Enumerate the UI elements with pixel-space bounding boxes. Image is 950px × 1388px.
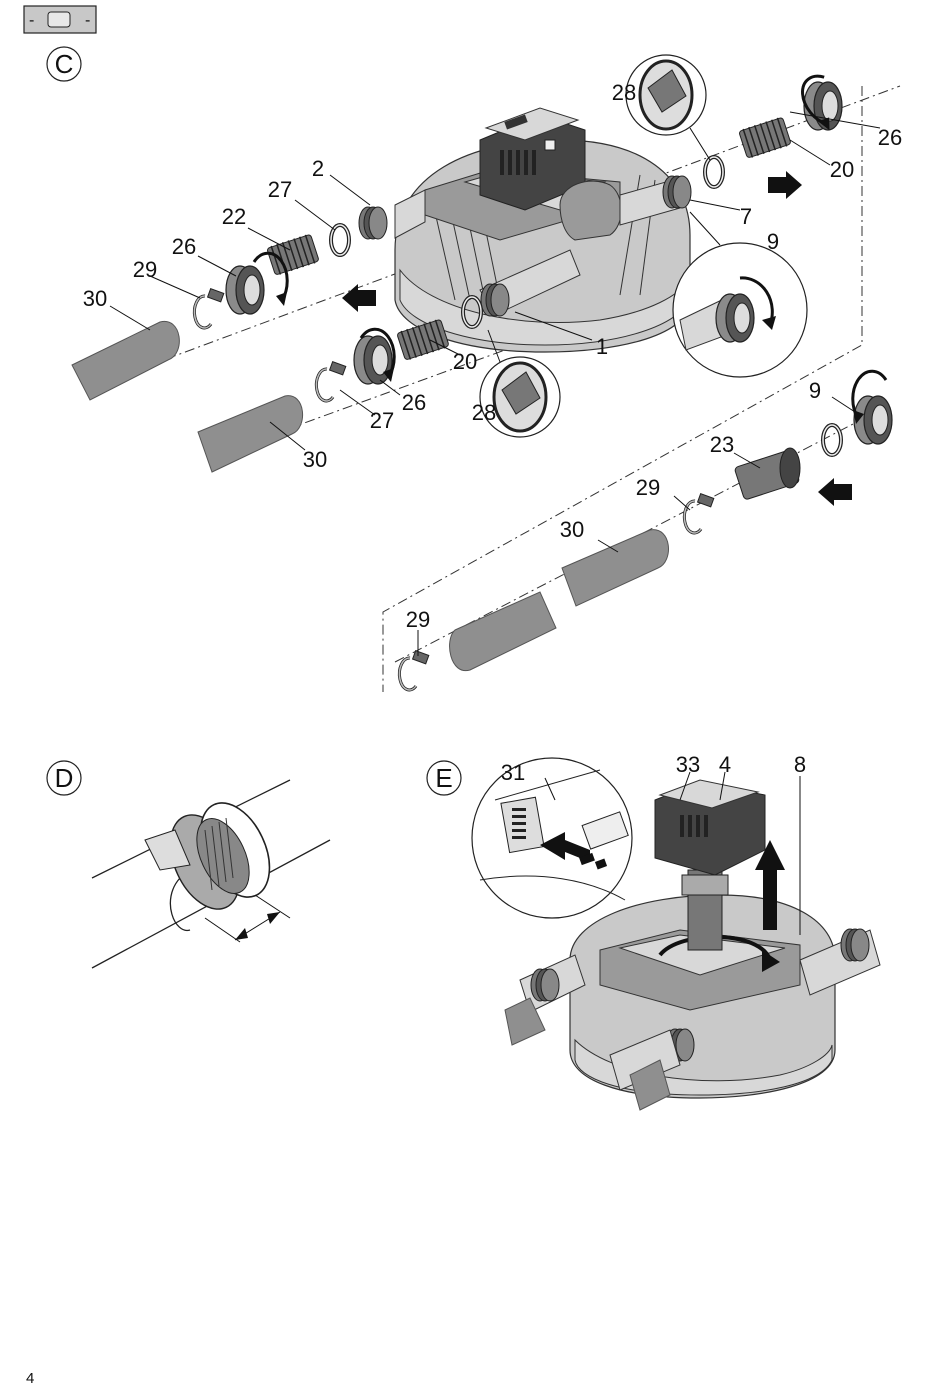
labels-e: 31 33 4 8	[501, 752, 806, 785]
label-9b: 9	[809, 378, 821, 403]
detail-28a-inset	[625, 54, 711, 161]
page-number: 4	[26, 1370, 34, 1387]
section-e-badge: E	[426, 760, 462, 796]
assembly-boundary-line	[382, 86, 863, 692]
oring-bottom	[821, 423, 843, 457]
label-30b: 30	[303, 447, 327, 472]
label-8: 8	[794, 752, 806, 777]
label-29c: 29	[406, 607, 430, 632]
detail-e-lamp-removal	[471, 757, 881, 1111]
label-7: 7	[740, 204, 752, 229]
section-e-letter: E	[435, 763, 452, 793]
label-30a: 30	[83, 286, 107, 311]
section-c-badge: C	[46, 46, 82, 82]
hose-clamp-29a	[192, 287, 226, 330]
hose-30c-segment	[449, 591, 557, 672]
hose-clamp-29b	[682, 492, 716, 535]
port-1-thread	[480, 283, 510, 317]
label-20b: 20	[453, 349, 477, 374]
label-29a: 29	[133, 257, 157, 282]
label-22: 22	[222, 204, 246, 229]
label-1: 1	[596, 334, 608, 359]
filter-housing	[394, 107, 691, 353]
detail-28b-inset	[479, 329, 561, 438]
section-c-letter: C	[55, 49, 74, 79]
detail-d-clamp-measure	[91, 779, 331, 969]
label-29b: 29	[636, 475, 660, 500]
label-26b: 26	[878, 125, 902, 150]
label-4: 4	[719, 752, 731, 777]
labels-c: 2 27 22 26 29 30 28 26 20 7 9 1 20 26 27…	[83, 80, 902, 632]
oring-28a	[703, 155, 725, 189]
label-27b: 27	[370, 408, 394, 433]
control-unit	[479, 107, 586, 211]
label-33: 33	[676, 752, 700, 777]
hose-30c	[561, 529, 669, 607]
label-30c: 30	[560, 517, 584, 542]
label-20a: 20	[830, 157, 854, 182]
section-d-badge: D	[46, 760, 82, 796]
device-button-icon: - -	[23, 5, 97, 34]
flow-arrow-bottom	[818, 478, 852, 506]
label-31: 31	[501, 760, 525, 785]
label-27a: 27	[268, 177, 292, 202]
flow-arrow-right	[768, 171, 802, 199]
hose-30a	[71, 321, 180, 401]
section-d-letter: D	[55, 763, 74, 793]
leader-lines-c	[109, 111, 881, 656]
hose-tail-23	[734, 447, 801, 500]
icon-right-mark: -	[85, 12, 90, 29]
flow-arrow-left	[342, 284, 376, 312]
label-23: 23	[710, 432, 734, 457]
port-2-thread	[358, 206, 388, 240]
label-28a: 28	[612, 80, 636, 105]
hose-clamp-27b	[314, 360, 348, 403]
hose-clamp-29c	[397, 649, 431, 692]
hose-tail-20a	[737, 115, 793, 160]
label-9a: 9	[767, 229, 779, 254]
label-26a: 26	[172, 234, 196, 259]
union-nut-26c	[353, 335, 393, 385]
hose-tail-20b	[395, 317, 451, 362]
label-26c: 26	[402, 390, 426, 415]
label-28b: 28	[472, 400, 496, 425]
icon-left-mark: -	[29, 12, 34, 29]
detail-9-inset	[672, 211, 808, 378]
hose-30b	[197, 395, 304, 473]
label-2: 2	[312, 156, 324, 181]
port-7-thread	[662, 175, 692, 209]
union-nut-9b	[853, 395, 893, 445]
